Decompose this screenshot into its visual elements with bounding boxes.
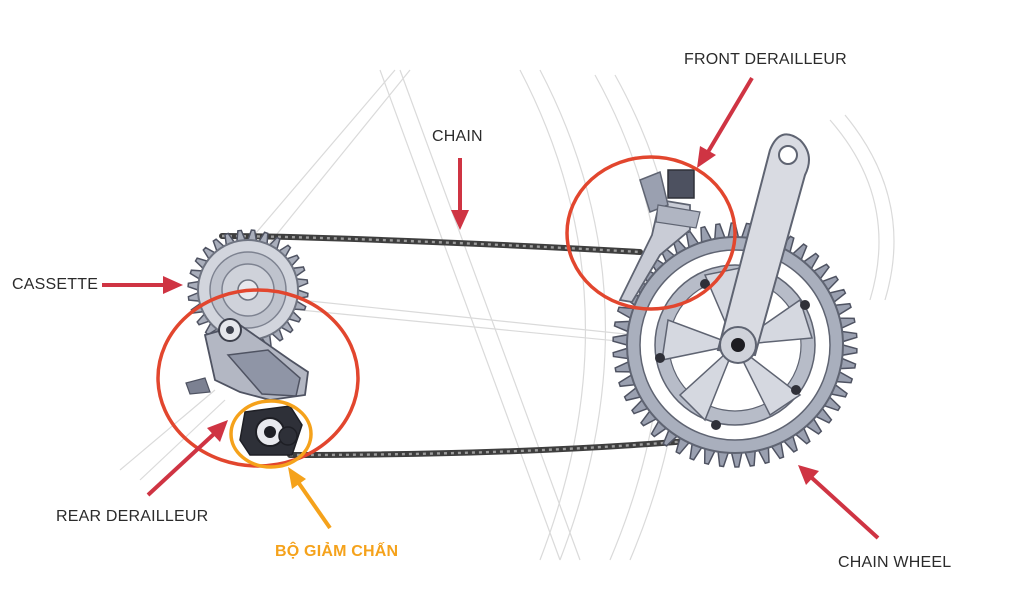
cassette-label: CASSETTE <box>12 276 99 293</box>
chain-wheel <box>612 133 858 468</box>
cassette-arrow <box>102 276 183 294</box>
chain <box>219 233 703 458</box>
damper-highlight-circle <box>229 399 313 469</box>
chain-label: CHAIN <box>432 128 483 145</box>
arrows <box>102 76 880 540</box>
chain-arrow <box>451 158 469 230</box>
rear-derailleur-arrow <box>146 420 228 497</box>
damper-arrow <box>288 467 332 530</box>
front-derailleur-label: FRONT DERAILLEUR <box>684 51 847 68</box>
damper-label: BỘ GIẢM CHẤN <box>275 543 399 560</box>
background-frame-lines <box>119 69 895 561</box>
rear-derailleur <box>185 318 309 456</box>
chain-wheel-arrow <box>798 465 880 540</box>
front-derailleur <box>618 169 701 303</box>
rear-derailleur-label: REAR DERAILLEUR <box>56 508 209 525</box>
chain-wheel-label: CHAIN WHEEL <box>838 554 952 571</box>
front-derailleur-arrow <box>697 76 754 168</box>
front-derailleur-highlight-circle <box>565 155 737 311</box>
